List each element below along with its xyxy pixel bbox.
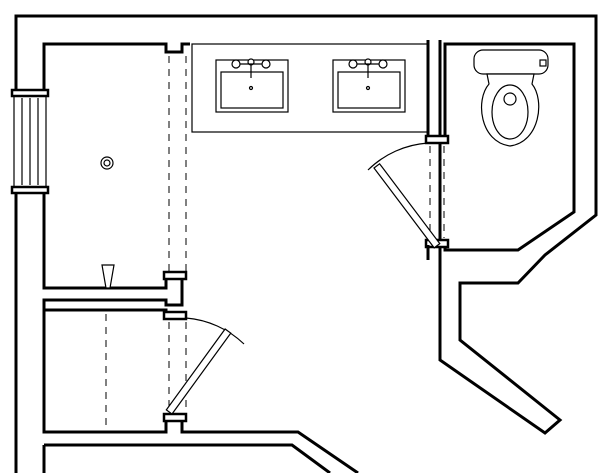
- toilet: [473, 49, 549, 147]
- door-jambs: [162, 270, 188, 423]
- shower-fixtures: [100, 156, 115, 289]
- closet-walls: [42, 308, 359, 473]
- vanity: [191, 43, 429, 133]
- sink-left: [215, 58, 289, 113]
- sink-right: [332, 58, 406, 113]
- window: [10, 88, 50, 195]
- toilet-door: [367, 142, 441, 249]
- threshold-lines: [105, 56, 445, 428]
- shower-valve-icon: [101, 264, 115, 289]
- shower-walls: [42, 42, 190, 310]
- toilet-room-walls: [424, 40, 576, 260]
- shower-drain-icon: [100, 156, 114, 170]
- closet-door: [165, 317, 245, 415]
